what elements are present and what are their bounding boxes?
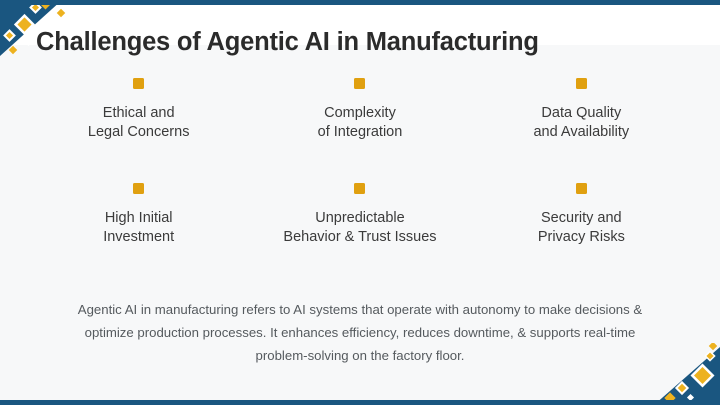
challenge-item: Complexity of Integration <box>249 78 470 141</box>
challenge-item: High Initial Investment <box>28 183 249 246</box>
challenge-item-label: Unpredictable Behavior & Trust Issues <box>283 210 437 245</box>
corner-decoration-top-left <box>0 0 66 56</box>
challenge-item: Unpredictable Behavior & Trust Issues <box>249 183 470 246</box>
challenge-item: Security and Privacy Risks <box>471 183 692 246</box>
challenge-item: Ethical and Legal Concerns <box>28 78 249 141</box>
corner-decoration-bottom-right <box>654 343 720 405</box>
challenge-item-label: Data Quality and Availability <box>533 105 630 140</box>
top-accent-bar <box>0 0 720 5</box>
gold-square-marker-icon <box>575 183 587 195</box>
challenge-item-label: Security and Privacy Risks <box>537 210 625 245</box>
gold-square-marker-icon <box>354 78 366 89</box>
summary-paragraph: Agentic AI in manufacturing refers to AI… <box>77 302 643 363</box>
gold-square-marker-icon <box>133 78 145 89</box>
challenges-grid: Ethical and Legal Concerns Complexity of… <box>28 78 692 246</box>
page-title: Challenges of Agentic AI in Manufacturin… <box>36 28 539 57</box>
challenge-item-label: Ethical and Legal Concerns <box>87 105 190 140</box>
gold-square-marker-icon <box>575 78 587 89</box>
challenge-item-label: High Initial Investment <box>103 210 175 245</box>
gold-square-marker-icon <box>133 183 145 195</box>
bottom-accent-bar <box>0 400 720 405</box>
gold-square-marker-icon <box>354 183 366 195</box>
title-band <box>0 5 720 45</box>
challenge-item-label: Complexity of Integration <box>317 105 403 140</box>
challenge-item: Data Quality and Availability <box>471 78 692 141</box>
